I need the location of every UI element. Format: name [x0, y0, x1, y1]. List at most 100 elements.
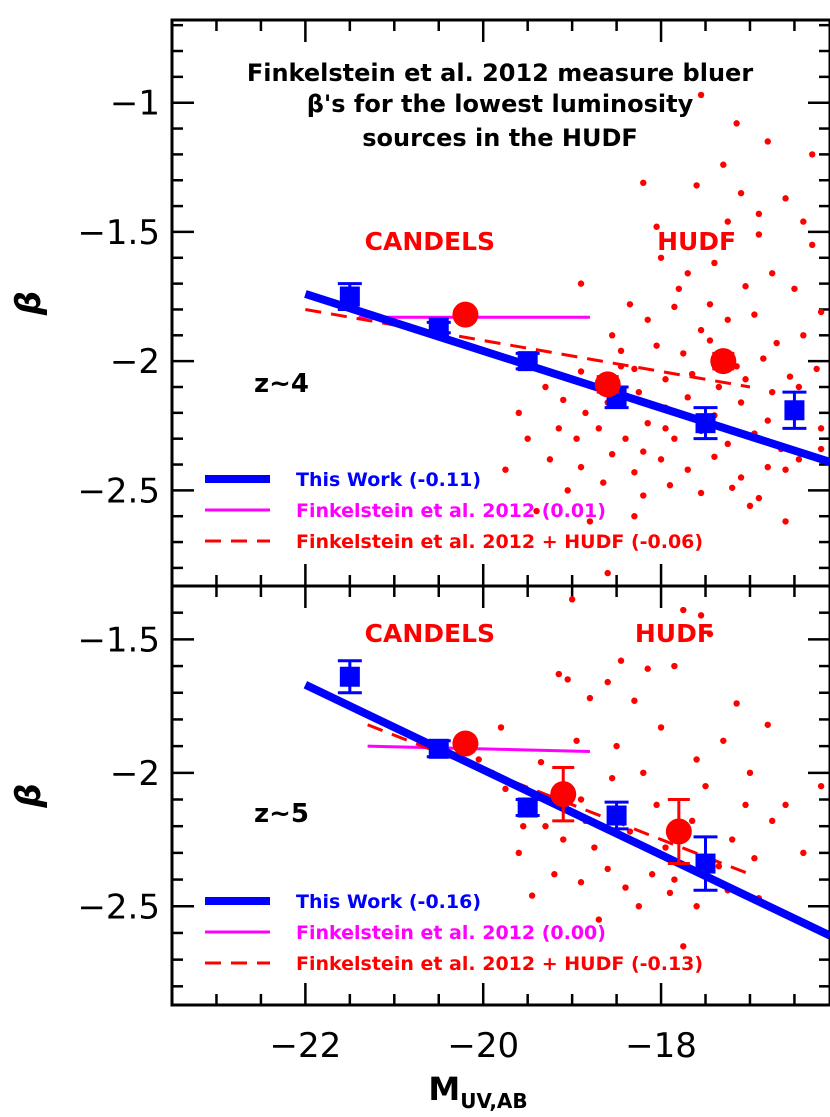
scatter-point: [751, 855, 758, 862]
y-axis-title: β: [9, 291, 49, 316]
scatter-point: [706, 337, 714, 344]
scatter-point: [564, 487, 571, 494]
scatter-point: [577, 368, 585, 375]
scatter-point: [697, 612, 705, 619]
scatter-point: [742, 376, 749, 383]
scatter-point: [769, 388, 776, 396]
scatter-point: [573, 435, 580, 442]
scatter-point: [586, 694, 594, 702]
scatter-point: [475, 756, 482, 763]
scatter-point: [537, 758, 545, 766]
scatter-point: [640, 492, 647, 499]
y-tick-label: −2: [110, 342, 160, 382]
scatter-point: [684, 466, 691, 473]
scatter-point: [697, 489, 705, 497]
scatter-point: [813, 365, 820, 373]
scatter-point: [613, 742, 620, 750]
scatter-point: [555, 670, 562, 678]
scatter-point: [640, 769, 647, 777]
scatter-point: [586, 518, 594, 525]
scatter-point: [533, 507, 540, 515]
scatter-point: [737, 189, 745, 197]
scatter-point: [595, 425, 603, 432]
scatter-point: [666, 889, 674, 897]
binned-point-this-work: [517, 351, 538, 372]
scatter-point: [760, 355, 767, 362]
scatter-point: [560, 836, 567, 843]
scatter-point: [662, 844, 669, 851]
scatter-point: [622, 884, 629, 891]
scatter-point: [786, 373, 794, 380]
legend-label: Finkelstein et al. 2012 (0.01): [296, 500, 606, 522]
y-tick-label: −1: [110, 84, 160, 124]
scatter-point: [662, 425, 669, 432]
scatter-point: [782, 801, 789, 809]
scatter-point: [528, 892, 536, 899]
scatter-point: [724, 440, 731, 448]
scatter-point: [635, 388, 643, 396]
scatter-point: [706, 301, 714, 308]
scatter-point: [817, 308, 825, 316]
scatter-point: [657, 456, 665, 463]
scatter-point: [604, 569, 611, 577]
scatter-point: [573, 737, 580, 744]
binned-point-this-work: [695, 413, 716, 434]
scatter-point: [653, 223, 660, 230]
y-axis-title: β: [9, 783, 49, 808]
binned-point-this-work: [695, 853, 716, 874]
scatter-point: [693, 182, 700, 189]
scatter-point: [502, 785, 509, 793]
scatter-point: [653, 801, 660, 809]
plot-frame: [170, 584, 830, 1007]
y-tick-label: −2.5: [77, 887, 160, 927]
y-tick-label: −2: [110, 754, 160, 794]
binned-point-this-work: [339, 286, 360, 307]
scatter-point: [622, 435, 629, 442]
scatter-point: [769, 817, 776, 825]
scatter-point: [608, 332, 616, 339]
scatter-point: [640, 179, 647, 187]
legend-label: Finkelstein et al. 2012 + HUDF (-0.06): [296, 531, 703, 553]
x-axis-title-sub: UV,AB: [460, 1089, 527, 1113]
scatter-point: [564, 676, 571, 683]
scatter-point: [782, 195, 789, 202]
scatter-point: [791, 285, 798, 292]
scatter-point: [728, 836, 736, 843]
scatter-point: [551, 871, 558, 878]
x-axis-title: MUV,AB: [428, 1070, 527, 1113]
binned-point-finkelstein: [594, 371, 621, 398]
binned-point-finkelstein: [550, 781, 577, 808]
x-tick-label: −20: [447, 1026, 519, 1066]
scatter-point: [520, 822, 527, 830]
scatter-point: [800, 218, 807, 225]
annotation-line: Finkelstein et al. 2012 measure bluer: [247, 59, 753, 87]
scatter-point: [706, 630, 714, 638]
scatter-point: [591, 844, 598, 851]
scatter-point: [648, 871, 656, 878]
binned-point-this-work: [784, 400, 805, 421]
plot-area: [304, 91, 830, 577]
scatter-point: [746, 502, 754, 510]
binned-point-finkelstein: [710, 348, 737, 375]
scatter-point: [577, 280, 585, 287]
scatter-point: [782, 518, 789, 525]
scatter-point: [657, 254, 665, 261]
region-label: HUDF: [657, 227, 736, 256]
scatter-point: [737, 399, 745, 406]
scatter-point: [720, 737, 727, 744]
binned-point-this-work: [428, 317, 449, 338]
y-tick-label: −2.5: [77, 471, 160, 511]
scatter-point: [595, 916, 603, 923]
scatter-point: [568, 596, 576, 603]
scatter-point: [715, 863, 723, 870]
scatter-point: [755, 231, 763, 238]
binned-point-this-work: [606, 805, 627, 826]
fit-line-this-work: [303, 681, 830, 940]
plot-area: [303, 596, 830, 950]
scatter-point: [631, 697, 638, 704]
scatter-point: [755, 494, 763, 502]
scatter-point: [617, 347, 625, 355]
scatter-point: [653, 342, 660, 349]
fit-line-finkelstein: [367, 744, 590, 753]
scatter-point: [600, 479, 607, 486]
